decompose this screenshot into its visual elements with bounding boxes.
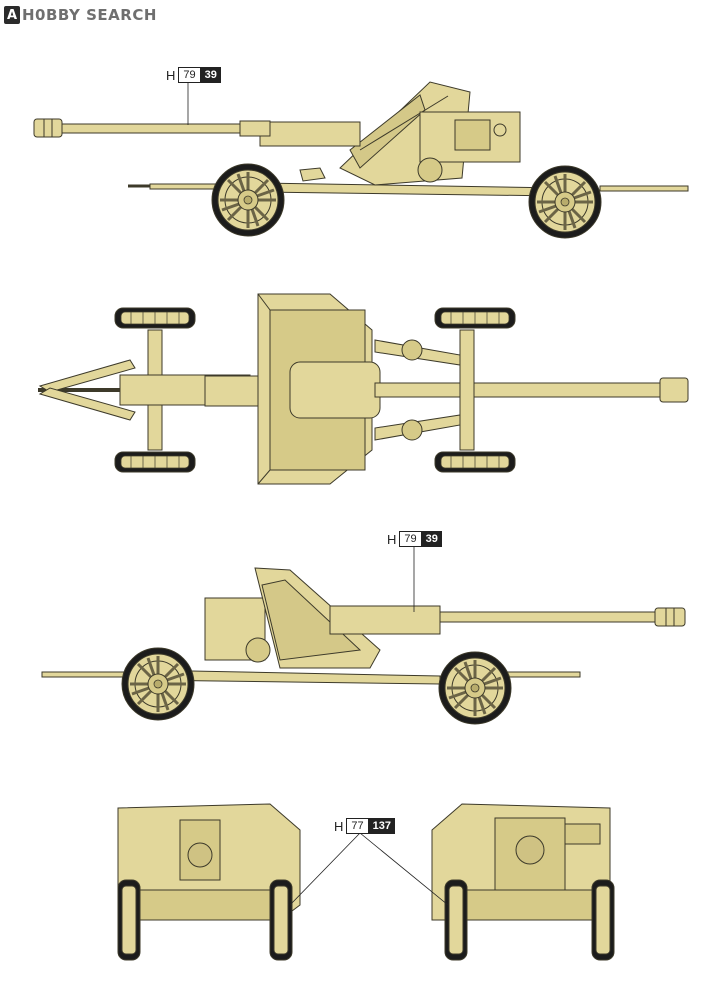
part-number: 79 (178, 67, 201, 83)
trail-right-1 (599, 185, 689, 192)
muzzle-brake-1 (33, 118, 63, 138)
breech-rear (179, 819, 221, 881)
callout-prefix: H (334, 818, 344, 834)
trail-right-3 (499, 671, 581, 678)
trail-leg-lower (38, 387, 136, 421)
front-view (431, 803, 615, 961)
barrel-3 (439, 611, 661, 623)
part-callout-1: H 79 39 (166, 67, 221, 83)
wheel-rear-left (121, 885, 137, 955)
axle-right (459, 329, 475, 451)
wheel-front-left (448, 885, 464, 955)
part-quantity: 39 (421, 531, 442, 547)
logo-text: H0BBY SEARCH (22, 6, 157, 24)
wheel-front-1 (210, 162, 286, 238)
tire-top-left-2 (114, 451, 196, 473)
cradle-3 (329, 605, 441, 635)
side-view-right (41, 567, 686, 726)
cradle-top (289, 361, 381, 419)
cradle-1 (259, 121, 361, 147)
wheel-front-3 (437, 650, 513, 726)
site-logo: A H0BBY SEARCH (4, 4, 157, 26)
callout-prefix: H (387, 531, 397, 547)
part-quantity: 39 (200, 67, 221, 83)
wheel-rear-3 (120, 646, 196, 722)
rear-view (117, 803, 301, 961)
callout-prefix: H (166, 67, 176, 83)
tire-top-right-1 (434, 307, 516, 329)
wheel-rear-right (273, 885, 289, 955)
muzzle-brake-top (659, 377, 689, 403)
side-view-left (33, 81, 689, 240)
tire-top-left-1 (114, 307, 196, 329)
barrel-top (374, 382, 676, 398)
top-view (38, 293, 689, 485)
logo-mark: A (4, 6, 20, 24)
wheel-rear-1 (527, 164, 603, 240)
part-callout-2: H 79 39 (387, 531, 442, 547)
muzzle-brake-3 (654, 607, 686, 627)
part-quantity: 137 (368, 818, 395, 834)
tire-top-right-2 (434, 451, 516, 473)
part-number: 77 (346, 818, 369, 834)
barrel-1 (59, 123, 271, 134)
breech-top (204, 375, 266, 407)
wheel-front-right (595, 885, 611, 955)
part-number: 79 (399, 531, 422, 547)
part-callout-3: H 77 137 (334, 818, 395, 834)
lower-carriage (259, 182, 561, 197)
leader-lines (187, 80, 449, 906)
